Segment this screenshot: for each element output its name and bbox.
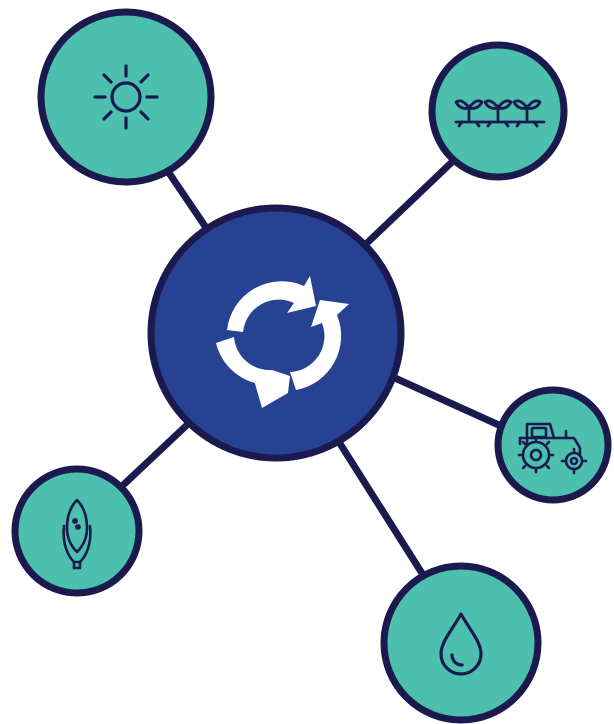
node-circle (11, 465, 143, 597)
node-sun (37, 8, 215, 186)
recycle-arrows-icon (216, 276, 349, 408)
node-circle (37, 8, 215, 186)
connector-tractor (391, 374, 505, 430)
corn-icon (62, 498, 92, 570)
water-drop-icon (439, 612, 483, 676)
hub (147, 204, 405, 462)
seedlings-icon (454, 99, 546, 128)
sun-icon (93, 64, 159, 130)
node-circle (380, 562, 542, 724)
hub-circle (147, 204, 405, 462)
node-water (380, 562, 542, 724)
node-seedlings (428, 41, 568, 181)
connector-sun (163, 166, 213, 236)
node-corn (11, 465, 143, 597)
connectors (116, 159, 505, 582)
connector-corn (116, 420, 192, 492)
node-tractor (494, 386, 612, 504)
connector-water (335, 438, 429, 582)
connector-seedlings (363, 159, 455, 247)
tractor-icon (517, 422, 588, 475)
node-circle (494, 386, 612, 504)
